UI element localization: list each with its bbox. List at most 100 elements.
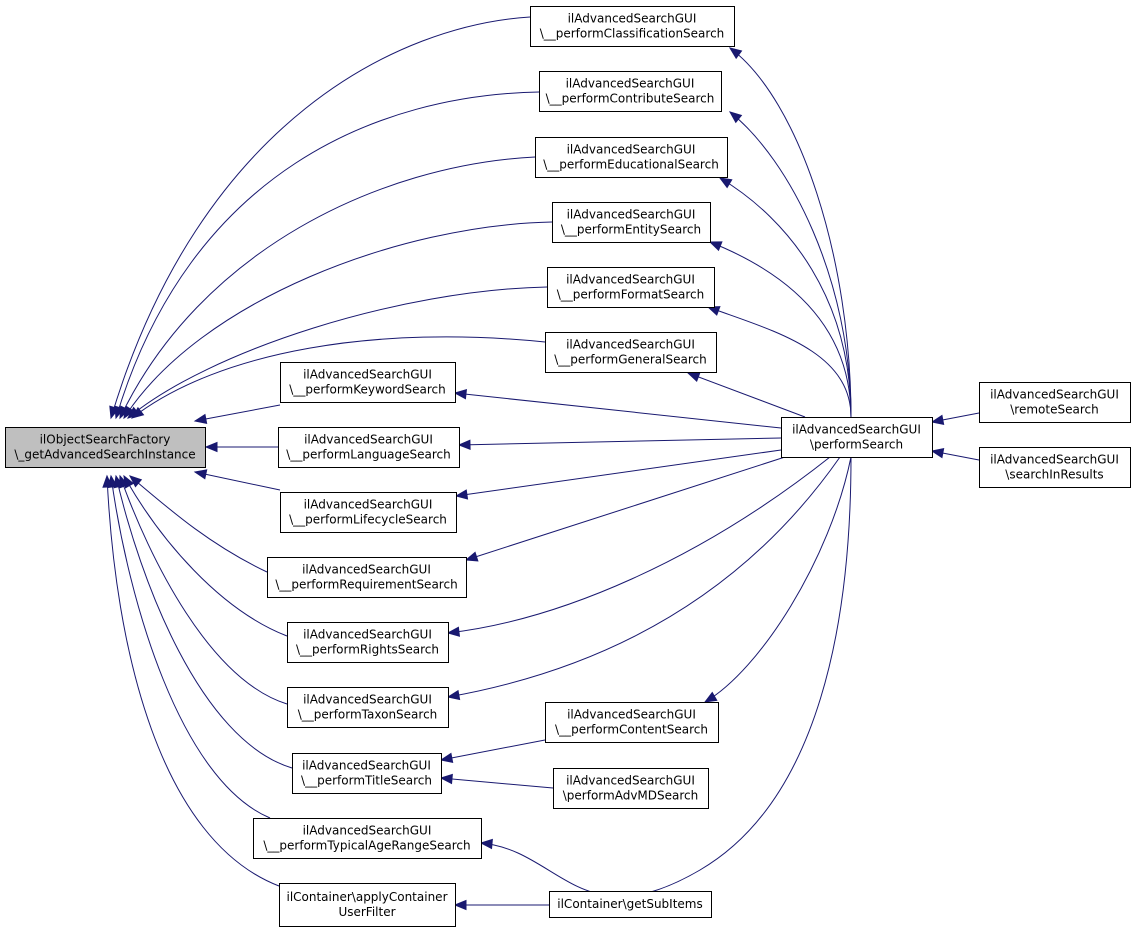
node-box bbox=[539, 71, 722, 112]
node-method-label: \__performContributeSearch bbox=[546, 92, 715, 106]
edge-line bbox=[447, 456, 841, 698]
node-method-label: \__performTypicalAgeRangeSearch bbox=[263, 839, 470, 853]
edge-content-to-title bbox=[439, 739, 546, 763]
node-searchinresults[interactable]: ilAdvancedSearchGUI\searchInResults bbox=[979, 447, 1131, 488]
edge-arrowhead bbox=[457, 439, 471, 450]
node-method-label: \__performTitleSearch bbox=[301, 774, 432, 788]
node-class-label: ilAdvancedSearchGUI bbox=[567, 208, 696, 222]
node-class-label: ilAdvancedSearchGUI bbox=[303, 368, 432, 382]
node-box bbox=[278, 427, 460, 468]
edge-remotesearch-to-performsearch bbox=[930, 412, 980, 425]
node-box bbox=[279, 883, 456, 927]
node-class-label: ilAdvancedSearchGUI bbox=[567, 708, 696, 722]
node-class-label: ilAdvancedSearchGUI bbox=[303, 824, 432, 838]
node-method-label: \remoteSearch bbox=[1010, 403, 1098, 417]
node-class-label: ilContainer\applyContainer bbox=[286, 890, 447, 904]
node-class-label: ilAdvancedSearchGUI bbox=[566, 77, 695, 91]
node-lifecycle[interactable]: ilAdvancedSearchGUI\__performLifecycleSe… bbox=[280, 492, 457, 533]
edge-arrowhead bbox=[930, 414, 945, 425]
node-class-label: ilAdvancedSearchGUI bbox=[304, 498, 433, 512]
edge-entity-to-root bbox=[123, 221, 553, 420]
edge-general-to-root bbox=[130, 336, 546, 419]
node-general[interactable]: ilAdvancedSearchGUI\__performGeneralSear… bbox=[545, 332, 717, 373]
node-box bbox=[979, 447, 1131, 488]
edge-arrowhead bbox=[728, 111, 743, 124]
edge-arrowhead bbox=[708, 241, 723, 252]
edge-arrowhead bbox=[439, 773, 453, 785]
node-class-label: ilAdvancedSearchGUI bbox=[792, 423, 921, 437]
edge-line bbox=[458, 437, 782, 446]
edge-line bbox=[119, 156, 536, 419]
edge-classification-to-root bbox=[109, 16, 531, 420]
edge-arrowhead bbox=[453, 389, 467, 400]
edge-line bbox=[110, 16, 531, 419]
node-method-label: \__performRequirementSearch bbox=[275, 578, 457, 592]
node-class-label: ilAdvancedSearchGUI bbox=[990, 388, 1119, 402]
edge-performsearch-to-typicalage bbox=[479, 456, 852, 898]
node-box bbox=[280, 362, 456, 403]
edge-line bbox=[687, 372, 806, 418]
node-keyword[interactable]: ilAdvancedSearchGUI\__performKeywordSear… bbox=[280, 362, 456, 403]
edge-title-to-root bbox=[113, 474, 293, 769]
edge-arrowhead bbox=[130, 406, 145, 419]
node-classification[interactable]: ilAdvancedSearchGUI\__performClassificat… bbox=[530, 6, 735, 47]
node-remotesearch[interactable]: ilAdvancedSearchGUI\remoteSearch bbox=[979, 382, 1131, 423]
node-method-label: UserFilter bbox=[338, 905, 395, 919]
node-language[interactable]: ilAdvancedSearchGUI\__performLanguageSea… bbox=[278, 427, 460, 468]
node-format[interactable]: ilAdvancedSearchGUI\__performFormatSearc… bbox=[547, 267, 715, 308]
edge-line bbox=[194, 404, 281, 422]
edge-line bbox=[465, 456, 786, 561]
node-typicalage[interactable]: ilAdvancedSearchGUI\__performTypicalAgeR… bbox=[253, 818, 482, 859]
edge-arrowhead bbox=[204, 441, 218, 453]
node-box bbox=[5, 427, 206, 468]
node-box bbox=[545, 702, 719, 743]
edge-arrowhead bbox=[930, 448, 945, 459]
edge-arrowhead bbox=[479, 838, 493, 850]
node-method-label: \__performEducationalSearch bbox=[543, 158, 719, 172]
node-method-label: \__performKeywordSearch bbox=[289, 383, 445, 397]
node-title[interactable]: ilAdvancedSearchGUI\__performTitleSearch bbox=[292, 753, 442, 794]
node-method-label: \__performEntitySearch bbox=[561, 223, 701, 237]
nodes: ilObjectSearchFactory\_getAdvancedSearch… bbox=[5, 6, 1131, 927]
edge-arrowhead bbox=[102, 474, 113, 488]
node-method-label: \__performLanguageSearch bbox=[286, 448, 450, 462]
node-box bbox=[287, 687, 449, 728]
edge-performsearch-to-classification bbox=[728, 47, 852, 418]
node-method-label: \__performRightsSearch bbox=[296, 643, 439, 657]
edge-performsearch-to-requirement bbox=[464, 456, 786, 562]
edge-line bbox=[440, 777, 554, 789]
node-taxon[interactable]: ilAdvancedSearchGUI\__performTaxonSearch bbox=[287, 687, 449, 728]
edge-line bbox=[194, 471, 281, 491]
node-class-label: ilAdvancedSearchGUI bbox=[566, 338, 695, 352]
node-requirement[interactable]: ilAdvancedSearchGUI\__performRequirement… bbox=[267, 557, 467, 598]
edge-lifecycle-to-root bbox=[193, 469, 281, 491]
edge-arrowhead bbox=[718, 177, 733, 189]
edge-rights-to-root bbox=[123, 474, 288, 637]
node-advmd[interactable]: ilAdvancedSearchGUI\performAdvMDSearch bbox=[553, 768, 709, 809]
node-class-label: ilAdvancedSearchGUI bbox=[303, 628, 432, 642]
node-educational[interactable]: ilAdvancedSearchGUI\__performEducational… bbox=[535, 137, 728, 178]
edge-line bbox=[454, 392, 782, 429]
node-entity[interactable]: ilAdvancedSearchGUI\__performEntitySearc… bbox=[552, 202, 711, 243]
node-root[interactable]: ilObjectSearchFactory\_getAdvancedSearch… bbox=[5, 427, 206, 468]
edge-performsearch-to-entity bbox=[708, 241, 852, 418]
edge-performsearch-to-rights bbox=[446, 456, 831, 637]
node-getsubitems[interactable]: ilContainer\getSubItems bbox=[549, 891, 712, 918]
edge-arrowhead bbox=[453, 899, 467, 911]
node-content[interactable]: ilAdvancedSearchGUI\__performContentSear… bbox=[545, 702, 719, 743]
node-class-label: ilAdvancedSearchGUI bbox=[302, 759, 431, 773]
node-performsearch[interactable]: ilAdvancedSearchGUI\performSearch bbox=[781, 417, 933, 458]
node-contribute[interactable]: ilAdvancedSearchGUI\__performContributeS… bbox=[539, 71, 722, 112]
node-rights[interactable]: ilAdvancedSearchGUI\__performRightsSearc… bbox=[287, 622, 449, 663]
edge-performsearch-to-educational bbox=[718, 177, 852, 418]
edge-arrowhead bbox=[193, 413, 208, 425]
edge-searchinresults-to-performsearch bbox=[930, 448, 980, 461]
edges bbox=[102, 16, 980, 911]
edge-performsearch-to-lifecycle bbox=[454, 449, 782, 500]
node-method-label: \__performFormatSearch bbox=[557, 288, 704, 302]
node-class-label: ilContainer\getSubItems bbox=[557, 897, 702, 911]
edge-line bbox=[729, 111, 852, 418]
